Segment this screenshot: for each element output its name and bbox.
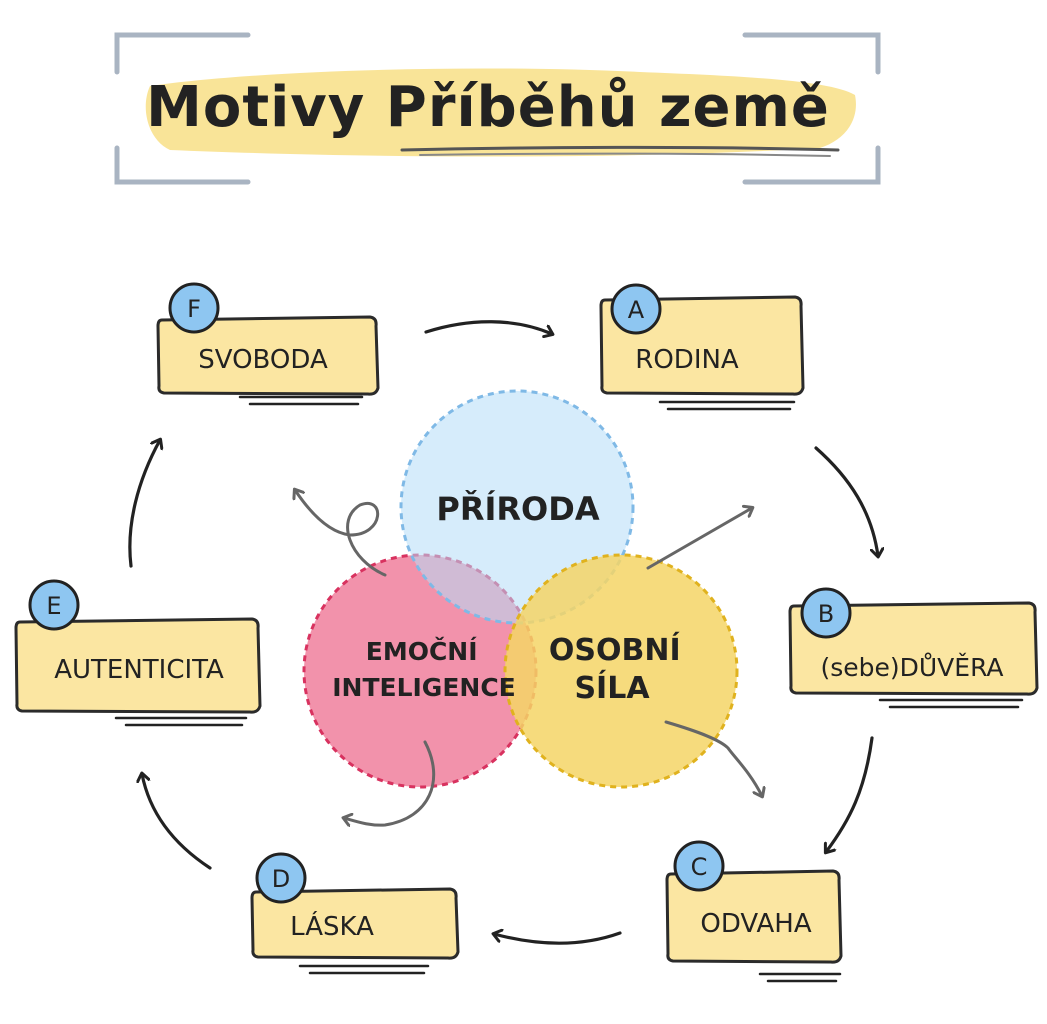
motif-box-f: F SVOBODA bbox=[156, 282, 380, 406]
page-title: Motivy Příběhů země bbox=[146, 75, 830, 140]
motif-label: LÁSKA bbox=[290, 910, 374, 942]
motif-badge bbox=[168, 282, 220, 334]
arrow-down-right bbox=[664, 720, 762, 796]
center-arrows bbox=[295, 490, 762, 825]
circle-label-line: PŘÍRODA bbox=[436, 490, 599, 528]
motif-label: ODVAHA bbox=[700, 909, 811, 939]
arrow-f-to-a bbox=[424, 320, 552, 334]
title-block: Motivy Příběhů země bbox=[114, 32, 881, 185]
motif-box-frame bbox=[250, 887, 460, 960]
motif-badge bbox=[255, 852, 307, 904]
motif-badge-letter: B bbox=[818, 600, 834, 628]
motif-badge-letter: C bbox=[691, 853, 708, 881]
arrow-e-to-f bbox=[128, 440, 160, 568]
motif-box-a: A RODINA bbox=[599, 283, 805, 411]
swirl-arrow-left bbox=[295, 490, 387, 577]
motif-boxes: F SVOBODA A RODINA B (sebe)DŮVĚRA C ODVAHA DLÁSK… bbox=[14, 282, 1039, 983]
title-highlight bbox=[145, 68, 856, 157]
motif-box-frame bbox=[788, 601, 1039, 696]
motif-box-frame bbox=[156, 315, 380, 396]
circle-label-line: INTELIGENCE bbox=[332, 673, 516, 702]
curve-arrow-down-left bbox=[344, 740, 436, 825]
circle-label-priroda: PŘÍRODA bbox=[436, 490, 599, 528]
motif-badge-letter: E bbox=[46, 592, 61, 620]
title-underline bbox=[400, 145, 840, 152]
circle-label-emocni: EMOČNÍ INTELIGENCE bbox=[332, 636, 516, 702]
motif-box-b: B (sebe)DŮVĚRA bbox=[788, 587, 1039, 709]
motif-label: SVOBODA bbox=[198, 345, 328, 375]
motif-badge bbox=[800, 587, 852, 639]
motif-box-c: C ODVAHA bbox=[665, 840, 843, 983]
arrow-d-to-e bbox=[142, 774, 212, 870]
circle-label-osobni: OSOBNÍ SÍLA bbox=[549, 632, 691, 706]
circle-label-line: OSOBNÍ bbox=[549, 632, 681, 668]
motif-badge bbox=[28, 579, 80, 631]
arrow-c-to-d bbox=[494, 933, 622, 945]
circle-label-line: EMOČNÍ bbox=[366, 636, 478, 666]
arrow-b-to-c bbox=[826, 736, 874, 852]
title-underline-2 bbox=[419, 152, 831, 157]
motif-badge-letter: D bbox=[272, 865, 290, 893]
motif-box-frame bbox=[14, 617, 262, 714]
motif-box-e: E AUTENTICITA bbox=[14, 579, 262, 727]
motif-label: (sebe)DŮVĚRA bbox=[820, 652, 1003, 682]
cycle-arrows bbox=[128, 320, 878, 945]
motif-box-frame bbox=[665, 869, 843, 964]
motif-badge bbox=[610, 283, 662, 335]
motif-badge bbox=[673, 840, 725, 892]
arrow-up-right bbox=[646, 508, 752, 570]
circle-label-line: SÍLA bbox=[574, 670, 650, 706]
motif-badge-letter: F bbox=[187, 295, 201, 323]
arrow-a-to-b bbox=[814, 446, 878, 556]
motif-label: AUTENTICITA bbox=[54, 655, 224, 685]
circle-osobni-sila bbox=[503, 553, 739, 789]
title-bracket bbox=[114, 32, 881, 185]
motif-label: RODINA bbox=[635, 345, 739, 375]
motif-badge-letter: A bbox=[628, 296, 645, 324]
venn-diagram: PŘÍRODA EMOČNÍ INTELIGENCE OSOBNÍ SÍLA bbox=[302, 389, 739, 789]
